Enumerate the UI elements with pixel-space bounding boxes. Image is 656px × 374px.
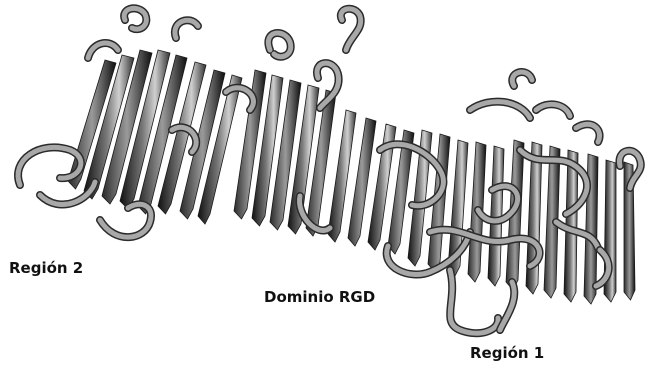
beta-strands-group — [68, 50, 635, 304]
rgd-domain-label: Dominio RGD — [264, 288, 375, 306]
region-2-label: Región 2 — [9, 259, 83, 277]
beta-strand — [526, 142, 542, 294]
region-1-label: Región 1 — [470, 344, 544, 362]
